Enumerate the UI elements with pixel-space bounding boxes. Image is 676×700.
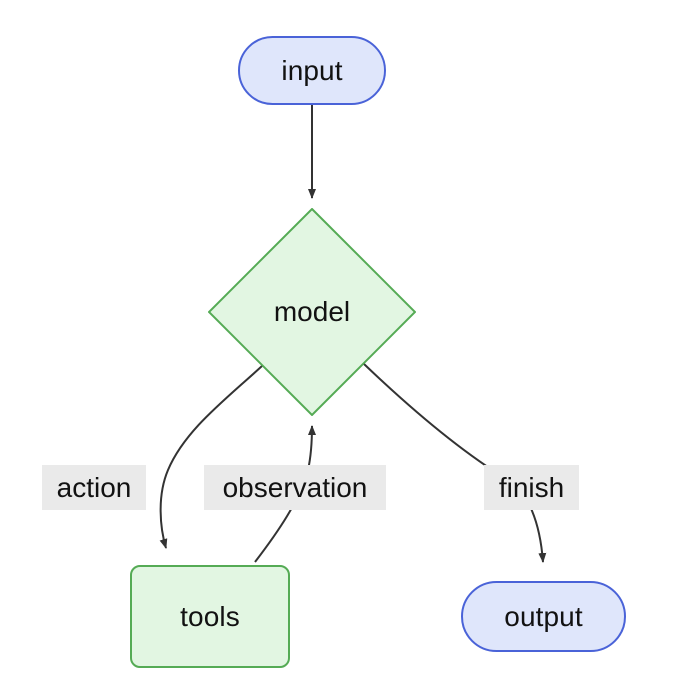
diamond-shape-icon [208, 208, 416, 416]
node-model-label: model [273, 296, 351, 327]
node-input[interactable]: input [238, 36, 386, 105]
node-tools-label: tools [180, 600, 240, 632]
edge-label-action: action [42, 465, 146, 510]
node-output-label: output [504, 600, 583, 632]
node-model[interactable]: model [208, 208, 416, 416]
node-input-label: input [281, 54, 343, 86]
edge-label-observation: observation [204, 465, 386, 510]
node-output[interactable]: output [461, 581, 626, 652]
edge-label-finish: finish [484, 465, 579, 510]
edge-model-to-tools [159, 365, 263, 549]
node-tools[interactable]: tools [130, 565, 290, 668]
